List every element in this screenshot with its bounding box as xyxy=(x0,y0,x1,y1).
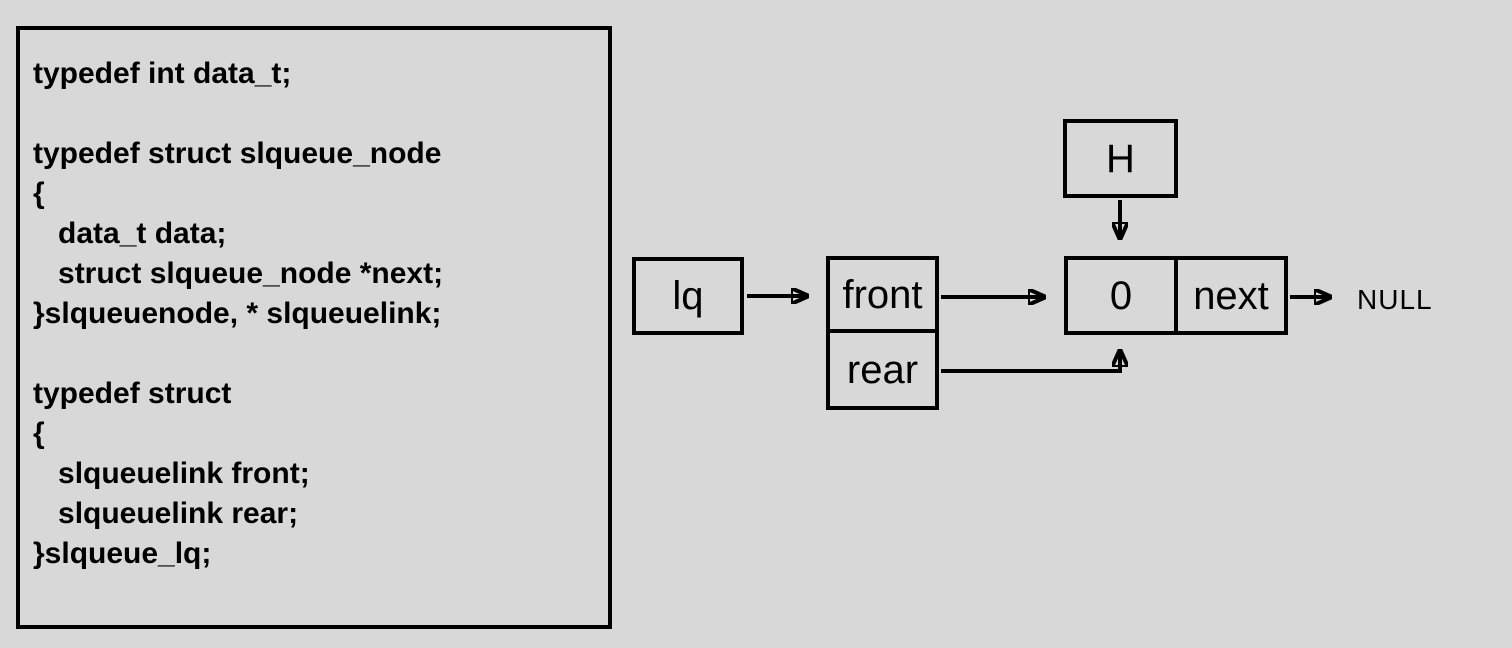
node-data-value: 0 xyxy=(1109,273,1133,318)
code-panel: typedef int data_t; typedef struct slque… xyxy=(16,26,612,629)
code-text: typedef int data_t; typedef struct slque… xyxy=(33,57,444,570)
node-next-cell: next xyxy=(1174,256,1288,335)
front-pointer-label: front xyxy=(842,272,923,317)
queue-variable-label: lq xyxy=(672,274,704,318)
arrow-rear-to-node xyxy=(941,351,1120,373)
queue-variable-box: lq xyxy=(632,257,744,335)
front-pointer-cell: front xyxy=(826,256,939,333)
null-label: NULL xyxy=(1357,284,1433,315)
rear-pointer-cell: rear xyxy=(826,329,939,410)
rear-pointer-label: rear xyxy=(846,347,919,392)
node-data-cell: 0 xyxy=(1064,256,1178,335)
node-next-label: next xyxy=(1193,273,1269,318)
head-pointer-label: H xyxy=(1106,136,1135,181)
head-pointer-box: H xyxy=(1063,119,1178,198)
